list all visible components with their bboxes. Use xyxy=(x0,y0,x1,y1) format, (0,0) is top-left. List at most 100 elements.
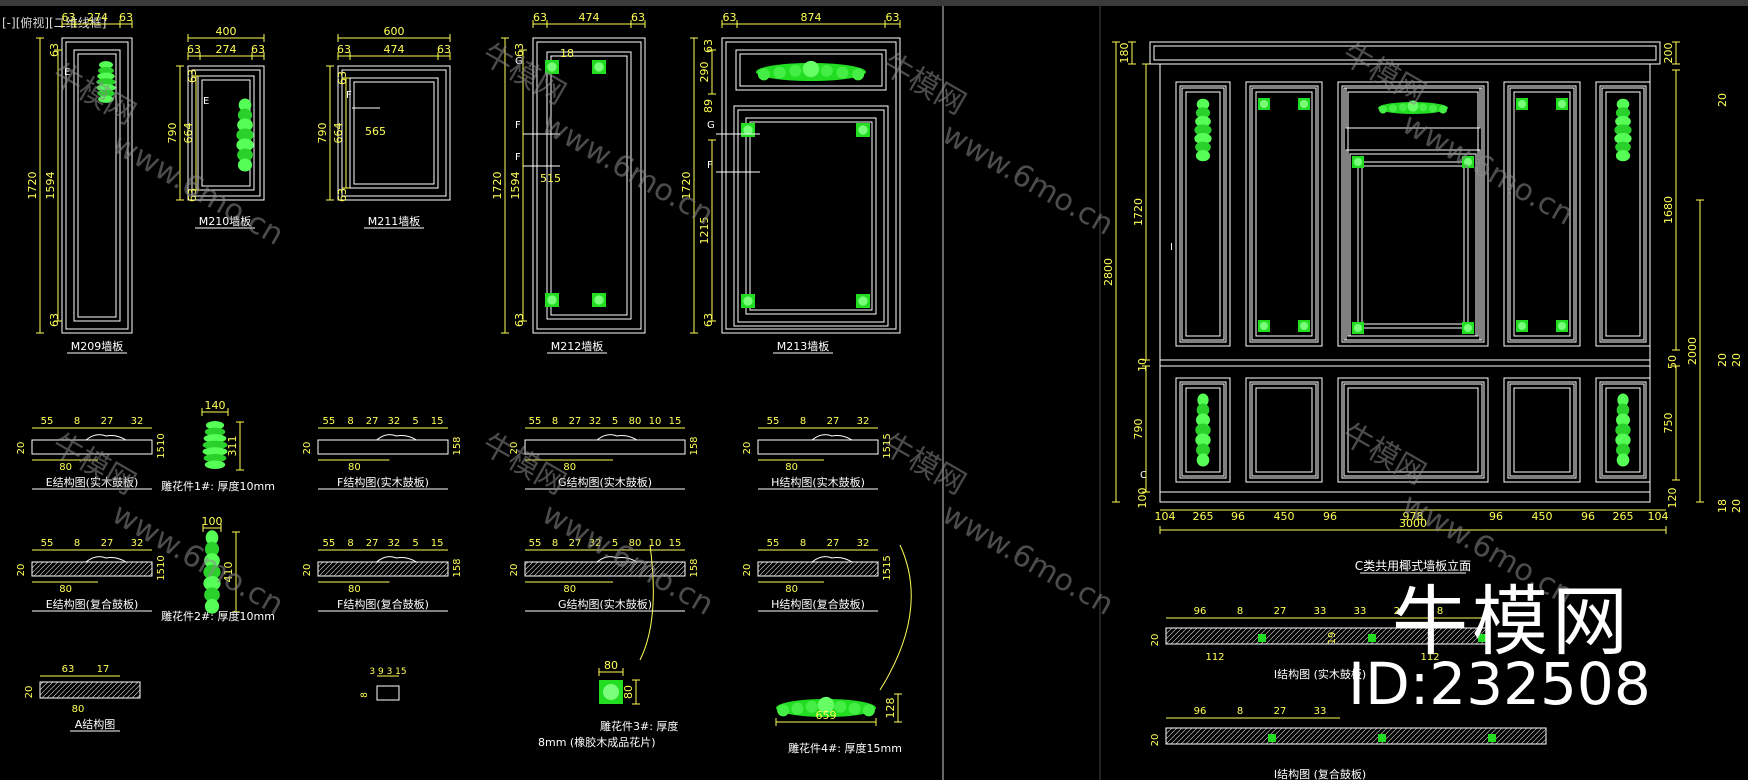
toolbar-strip[interactable] xyxy=(0,0,1748,6)
watermark-brand: 牛模网 xyxy=(46,427,141,502)
dim-label: 55 xyxy=(529,416,542,427)
carving-4-shape xyxy=(776,696,876,717)
rosette-elev xyxy=(1556,320,1568,332)
center-panel-inner-2 xyxy=(1361,165,1465,325)
carving-leaf xyxy=(236,138,254,152)
dim-label: 27 xyxy=(569,416,582,427)
spline xyxy=(1378,734,1386,742)
dim-label: 15 xyxy=(669,416,682,427)
watermark-brand: 牛模网 xyxy=(46,57,141,132)
dim-label: 63 xyxy=(186,69,199,83)
carving-leaf xyxy=(203,576,221,591)
carving-leaf xyxy=(791,702,804,715)
carving-elev-low-left xyxy=(1195,393,1211,467)
center-panel-outer xyxy=(1345,149,1481,341)
dim-label: 80 xyxy=(785,462,798,473)
carving-leaf xyxy=(1616,98,1630,110)
tag-label: G xyxy=(515,56,523,67)
section-body xyxy=(376,685,400,701)
dim-label: 10 xyxy=(649,538,662,549)
watermark-brand: 牛模网 xyxy=(476,427,571,502)
lower-panel-3-inner xyxy=(1509,383,1575,477)
dim-label: 112 xyxy=(1205,652,1224,663)
carving-leaf xyxy=(1194,133,1212,145)
rosette-center xyxy=(1518,322,1526,330)
dim-label: 63 xyxy=(702,39,715,53)
carving-leaf xyxy=(1617,393,1629,407)
rosette-center xyxy=(1260,100,1268,108)
rosette-m212-3 xyxy=(592,293,606,307)
dim-label: 265 xyxy=(1613,510,1634,523)
spline xyxy=(1258,634,1266,642)
m212-outer-2 xyxy=(536,41,642,330)
lower-panel-4-outer-2 xyxy=(1599,381,1647,479)
watermark-brand: 牛模网 xyxy=(1336,417,1431,492)
dim-label: 27 xyxy=(1274,606,1287,617)
dim-label: 8 xyxy=(1437,606,1443,617)
dim-label: 18 xyxy=(1716,499,1729,513)
upper-panel-4-inner-2 xyxy=(1605,91,1641,337)
carving-elev-left xyxy=(1194,98,1212,162)
carving-m213 xyxy=(756,60,866,81)
m213-main-inner xyxy=(745,117,877,315)
m211-outer xyxy=(337,65,451,201)
dim-label: 27 xyxy=(366,416,379,427)
watermark-brand: 牛模网 xyxy=(1336,37,1431,112)
dim-label: 274 xyxy=(87,11,108,24)
dim-label: 8 xyxy=(552,538,558,549)
carving-leaf xyxy=(1197,393,1209,407)
view-label[interactable]: [-][俯视][二维线框] xyxy=(2,16,107,30)
section-label: A结构图 xyxy=(75,717,116,731)
dim-label: 1515 xyxy=(882,433,893,458)
section-body xyxy=(757,439,879,455)
section-label: I结构图 (复合鼓板) xyxy=(1274,767,1366,780)
m211-inner-2 xyxy=(353,81,435,185)
carving-m209 xyxy=(96,61,116,103)
dim-label: 1720 xyxy=(680,172,693,200)
dim-label: 27 xyxy=(827,416,840,427)
carving-center xyxy=(817,696,835,714)
carving-leaf xyxy=(1615,107,1631,119)
tag-label: E xyxy=(203,96,209,107)
dim-label: 80 xyxy=(629,416,642,427)
dim-label: 474 xyxy=(579,11,600,24)
dim-label: 1680 xyxy=(1662,196,1675,224)
dim-label: 8 xyxy=(800,416,806,427)
dim-label: 80 xyxy=(72,704,85,715)
rosette-center xyxy=(1558,322,1566,330)
section-body xyxy=(317,561,449,577)
lower-panel-0-outer xyxy=(1175,377,1231,483)
tag-label: I xyxy=(1170,242,1173,253)
tag-label: F xyxy=(346,90,352,101)
watermark-site: www.6mo.cn xyxy=(936,497,1119,623)
dim-label: 20 xyxy=(742,442,753,455)
dim-label: 20 xyxy=(302,564,313,577)
rosette-center xyxy=(603,684,619,700)
panel-title-m210: M210墙板 xyxy=(199,214,252,228)
dim-label: 790 xyxy=(316,123,329,144)
dim-label: 1720 xyxy=(26,172,39,200)
tag-label: E xyxy=(64,67,70,78)
rosette-center xyxy=(1354,158,1362,166)
section-label: G结构图(实木鼓板) xyxy=(558,475,652,489)
upper-panel-1-outer xyxy=(1245,81,1323,347)
dim-label: 8 xyxy=(347,416,353,427)
m212-inner-2 xyxy=(550,55,628,316)
section-label: I结构图 (实木鼓板) xyxy=(1274,667,1366,681)
dim-label: 80 xyxy=(59,462,72,473)
dim-label: 104 xyxy=(1155,510,1176,523)
m212-inner xyxy=(546,51,632,320)
section-profile xyxy=(811,434,853,441)
dim-label: 8 xyxy=(74,538,80,549)
dim-label: 27 xyxy=(569,538,582,549)
dim-label: 790 xyxy=(166,123,179,144)
